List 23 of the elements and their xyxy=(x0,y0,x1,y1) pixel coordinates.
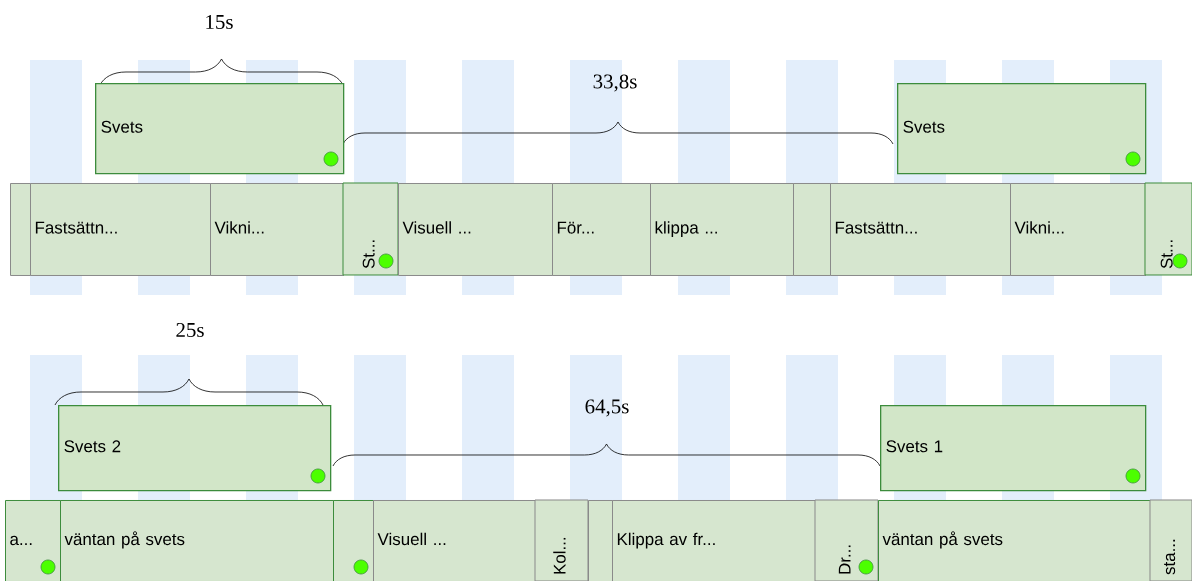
node-label: Klippa av fr... xyxy=(617,532,715,549)
timeline-cell: St... xyxy=(1144,182,1192,276)
task-box: Svets 2 xyxy=(58,405,332,492)
timeline-cell xyxy=(588,500,613,581)
task-box: Svets xyxy=(897,83,1147,175)
duration-label: 33,8s xyxy=(593,74,637,92)
task-box: Svets xyxy=(95,83,345,175)
timeline-cell: a... xyxy=(5,500,61,581)
timeline-cell: För... xyxy=(552,183,651,276)
timeline-cell xyxy=(793,183,831,276)
timeline-cell xyxy=(10,183,31,276)
duration-label: 25s xyxy=(176,322,204,337)
timeline-cell: Dr... xyxy=(814,499,879,581)
node-label: Visuell ... xyxy=(377,532,446,546)
timeline-cell xyxy=(333,500,374,581)
node-label: väntan på svets xyxy=(882,531,1003,549)
node-label: a... xyxy=(10,535,32,546)
node-label: väntan på svets xyxy=(64,531,185,549)
timeline-cell: St... xyxy=(342,182,399,276)
timeline-cell: sta... xyxy=(1149,499,1192,581)
duration-label: 15s xyxy=(206,15,233,29)
duration-label: 64,5s xyxy=(585,399,629,417)
task-box: Svets 1 xyxy=(880,405,1147,492)
